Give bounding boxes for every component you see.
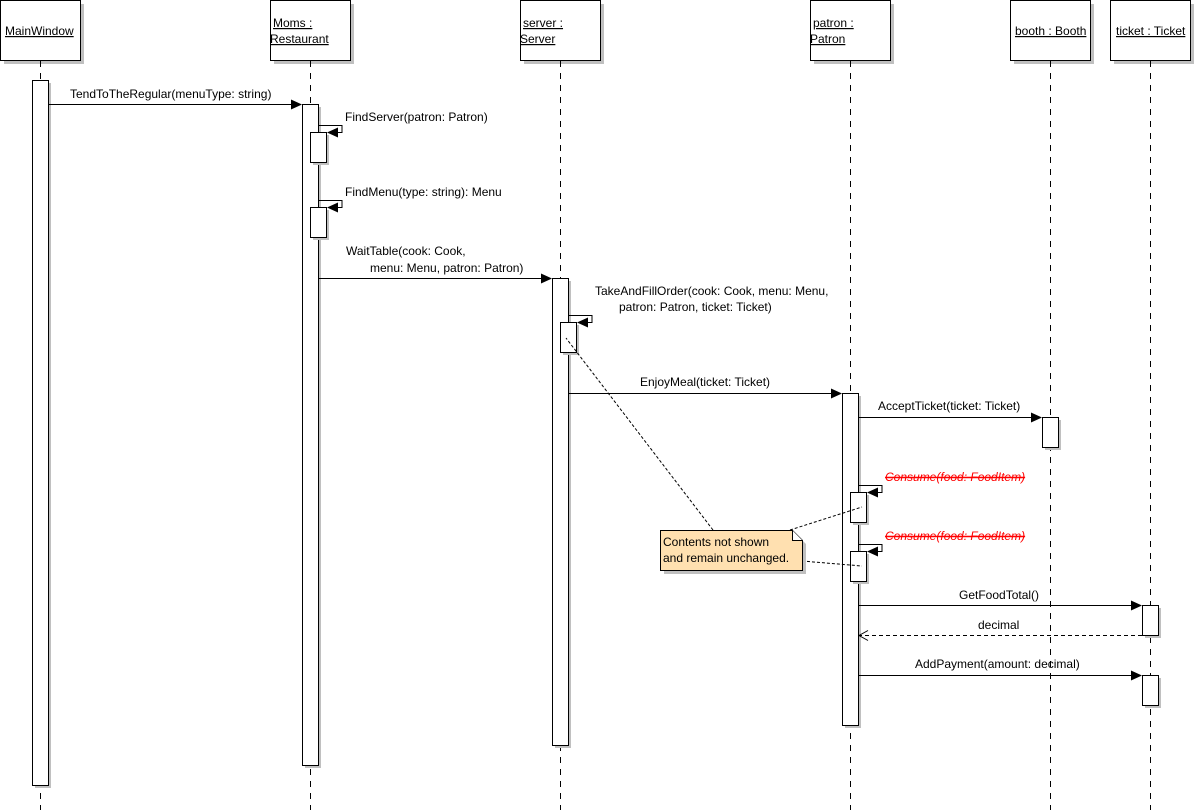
note-connector-line (789, 506, 863, 531)
lifeline-header-box[interactable] (270, 0, 351, 61)
message-label: Consume(food: FoodItem) (885, 529, 1025, 543)
message-label: patron: Patron, ticket: Ticket) (619, 300, 772, 314)
arrow-head-icon (1131, 600, 1142, 611)
message-m10[interactable]: GetFoodTotal() (858, 588, 1142, 611)
message-label: FindMenu(type: string): Menu (345, 185, 502, 199)
activation-bar-patron[interactable] (850, 551, 867, 582)
note-box[interactable] (660, 530, 803, 571)
lifeline-header-box[interactable] (1010, 0, 1091, 61)
lifeline-label: Moms : (273, 16, 312, 30)
arrow-head-icon (291, 99, 302, 110)
lifeline-header-box[interactable] (1110, 0, 1191, 61)
arrow-head-icon (867, 487, 878, 498)
note-connector-line (565, 337, 714, 531)
arrow-head-icon (541, 273, 552, 284)
note-fold-icon (792, 530, 803, 541)
message-label: WaitTable(cook: Cook, (346, 244, 466, 258)
lifeline-booth[interactable]: booth : Booth (1010, 0, 1091, 810)
activation-bar-ticket[interactable] (1142, 675, 1159, 706)
message-m6[interactable]: EnjoyMeal(ticket: Ticket) (568, 375, 842, 399)
activation-bar-server[interactable] (560, 322, 577, 353)
activation-bar-patron[interactable] (850, 492, 867, 523)
arrow-head-icon (1031, 412, 1042, 423)
message-label: AddPayment(amount: decimal) (915, 657, 1080, 671)
lifeline-header-box[interactable] (0, 0, 81, 61)
message-m7[interactable]: AcceptTicket(ticket: Ticket) (858, 399, 1042, 423)
message-m11[interactable]: decimal (857, 618, 1142, 641)
arrow-head-icon (1131, 670, 1142, 681)
lifeline-label: Patron (810, 32, 845, 46)
activation-bar-ticket[interactable] (1142, 605, 1159, 636)
lifeline-label: Server (520, 32, 555, 46)
message-label: menu: Menu, patron: Patron) (370, 261, 523, 275)
arrow-head-icon (831, 388, 842, 399)
note-connector-line (801, 560, 863, 567)
lifeline-label: Restaurant (270, 32, 329, 46)
message-m12[interactable]: AddPayment(amount: decimal) (858, 657, 1142, 681)
message-label: EnjoyMeal(ticket: Ticket) (640, 375, 770, 389)
arrow-head-icon (327, 202, 338, 213)
open-arrow-head-icon (857, 630, 869, 641)
lifeline-label: ticket : Ticket (1116, 24, 1186, 38)
arrow-head-icon (577, 317, 588, 328)
note-text: Contents not shown (663, 535, 769, 549)
message-m4[interactable]: WaitTable(cook: Cook, menu: Menu, patron:… (318, 244, 552, 284)
lifeline-header-box[interactable] (810, 0, 891, 61)
message-m8[interactable]: Consume(food: FoodItem) (858, 470, 1026, 498)
lifeline-label: patron : (813, 16, 854, 30)
message-m2[interactable]: FindServer(patron: Patron) (318, 110, 488, 138)
lifeline-label: server : (523, 16, 563, 30)
message-label: TakeAndFillOrder(cook: Cook, menu: Menu, (595, 284, 828, 298)
lifeline-header-box[interactable] (520, 0, 601, 61)
message-m9[interactable]: Consume(food: FoodItem) (858, 529, 1026, 557)
message-label: TendToTheRegular(menuType: string) (70, 87, 271, 101)
message-label: decimal (978, 618, 1019, 632)
message-m5[interactable]: TakeAndFillOrder(cook: Cook, menu: Menu,… (568, 284, 828, 328)
activation-bar-server[interactable] (552, 278, 569, 746)
activation-bar-moms[interactable] (310, 207, 327, 238)
note-text: and remain unchanged. (663, 551, 789, 565)
message-m1[interactable]: TendToTheRegular(menuType: string) (49, 87, 302, 110)
activation-bar-booth[interactable] (1042, 417, 1059, 448)
message-label: FindServer(patron: Patron) (345, 110, 488, 124)
message-label: AcceptTicket(ticket: Ticket) (878, 399, 1020, 413)
message-label: Consume(food: FoodItem) (885, 470, 1025, 484)
message-label: GetFoodTotal() (959, 588, 1039, 602)
message-m3[interactable]: FindMenu(type: string): Menu (318, 185, 502, 213)
arrow-head-icon (327, 127, 338, 138)
activation-bar-moms[interactable] (310, 132, 327, 163)
activation-bar-mainwindow[interactable] (32, 80, 49, 786)
arrow-head-icon (867, 546, 878, 557)
lifeline-label: MainWindow (5, 24, 74, 38)
lifeline-label: booth : Booth (1015, 24, 1086, 38)
activation-bar-moms[interactable] (302, 104, 319, 766)
note-comment[interactable]: Contents not shown and remain unchanged. (565, 337, 863, 574)
